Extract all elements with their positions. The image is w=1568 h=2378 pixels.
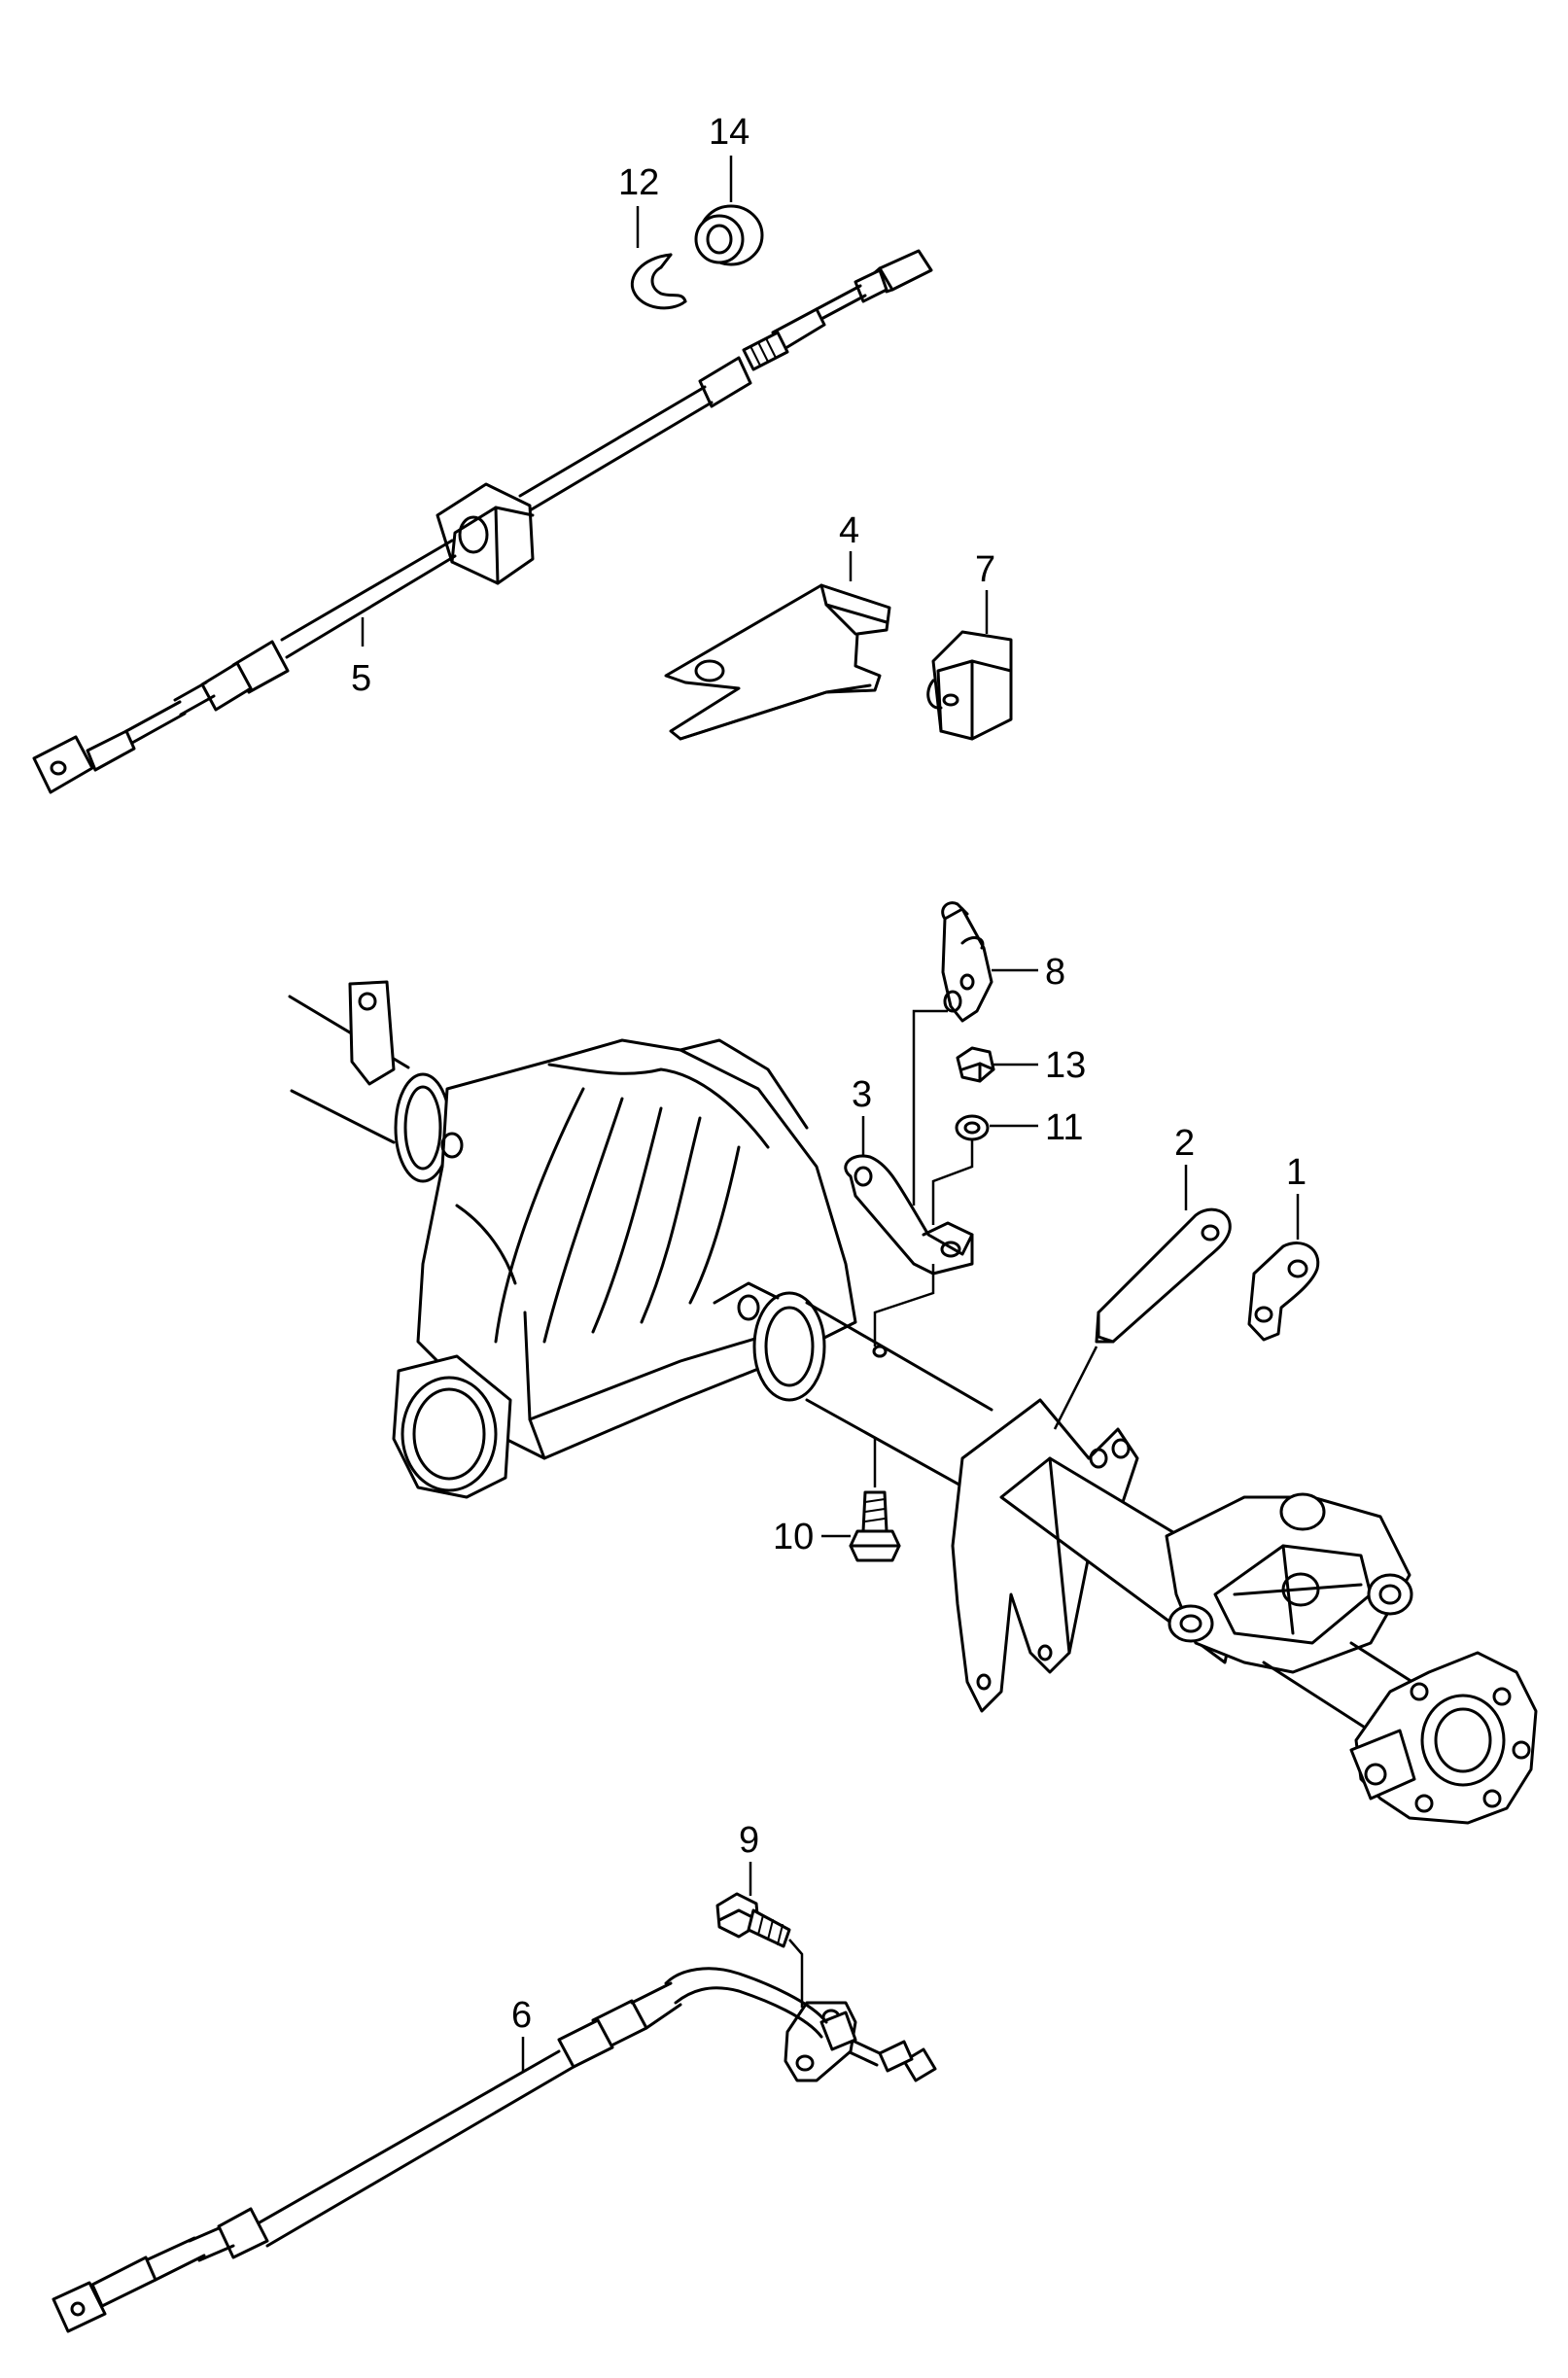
callout-8: 8 xyxy=(1045,952,1065,993)
axle-housing xyxy=(288,980,1538,1825)
assembly-line-8-3 xyxy=(912,1009,948,1206)
part-14-grommet xyxy=(694,204,764,266)
callout-2: 2 xyxy=(1174,1123,1195,1164)
callout-6: 6 xyxy=(511,1995,532,2036)
assembly-line-11-3 xyxy=(931,1139,974,1225)
callout-3: 3 xyxy=(852,1074,872,1115)
part-1-tab xyxy=(1247,1241,1320,1342)
assembly-line-9-6 xyxy=(788,1939,804,2008)
part-7-rubber-block xyxy=(926,630,1013,741)
part-12-clip xyxy=(630,253,687,310)
part-13-nut xyxy=(956,1046,995,1083)
callout-14: 14 xyxy=(709,112,749,153)
callout-11: 11 xyxy=(1045,1107,1083,1148)
assembly-line-3-axle xyxy=(873,1264,935,1346)
callout-5: 5 xyxy=(351,658,371,699)
part-5-cable xyxy=(32,249,933,794)
callout-13: 13 xyxy=(1045,1045,1086,1086)
part-11-washer xyxy=(955,1114,990,1141)
part-9-bolt xyxy=(715,1892,791,1948)
part-8-cable-clip xyxy=(941,901,993,1023)
callout-7: 7 xyxy=(975,549,995,590)
part-10-bolt xyxy=(849,1490,901,1562)
callout-12: 12 xyxy=(618,162,659,203)
part-4-bracket xyxy=(664,583,891,741)
assembly-line-2-axle xyxy=(1053,1346,1098,1430)
callout-1: 1 xyxy=(1286,1152,1307,1193)
part-2-plate xyxy=(1095,1207,1232,1344)
part-3-bracket xyxy=(844,1154,974,1276)
callout-10: 10 xyxy=(773,1517,814,1557)
part-6-cable xyxy=(52,1967,937,2333)
callout-4: 4 xyxy=(839,510,859,551)
callout-9: 9 xyxy=(739,1820,759,1861)
